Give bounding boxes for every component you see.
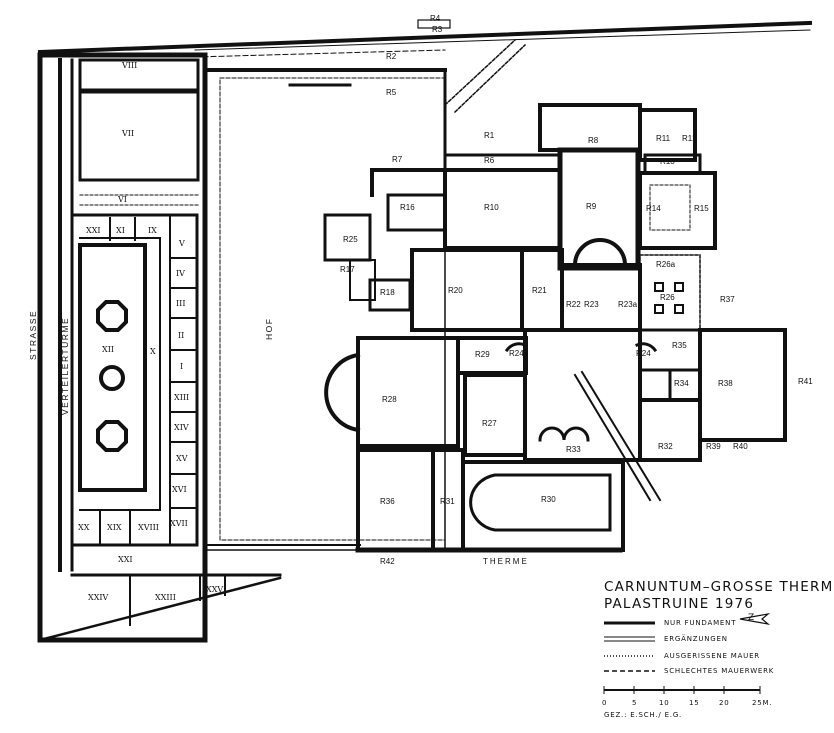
room-label: XXI [118, 555, 133, 564]
room-label: XXIII [155, 593, 176, 602]
map-subtitle: PALASTRUINE 1976 [604, 596, 755, 612]
room-label: I [180, 362, 184, 371]
room-label: VII [122, 129, 135, 138]
room-label: R15 [694, 204, 709, 213]
room-label: R40 [733, 442, 748, 451]
room-label: XVI [172, 485, 187, 494]
room-label: R11 [656, 134, 671, 143]
room-label: XXIV [88, 593, 109, 602]
room-label: R26a [656, 260, 676, 269]
room-label: R4 [430, 14, 441, 23]
room-label: R23a [618, 300, 638, 309]
room-label: R22 [566, 300, 581, 309]
scale-tick: 20 [719, 699, 730, 707]
room-label: R2 [386, 52, 397, 61]
court-label: HOF [264, 317, 274, 340]
room-label: R41 [798, 377, 813, 386]
north-arrow-icon: Z [748, 613, 755, 623]
room-label: XVII [170, 519, 188, 528]
legend-item-solid: NUR FUNDAMENT [664, 619, 737, 627]
room-label: R34 [674, 379, 689, 388]
room-label: R5 [386, 88, 397, 97]
room-label: X [150, 347, 156, 356]
room-label: R9 [586, 202, 597, 211]
room-label: VIII [122, 61, 138, 70]
scale-tick: 25M. [752, 699, 773, 707]
room-label: R35 [672, 341, 687, 350]
room-label: R6 [484, 156, 495, 165]
room-label: XXI [86, 226, 101, 235]
credit-note: GEZ.: E.SCH./ E.G. [604, 711, 683, 719]
towers-label: VERTEILERTÜRME [60, 316, 70, 415]
room-label: R1 [484, 131, 495, 140]
legend-item-double: ERGÄNZUNGEN [664, 635, 728, 643]
scale-tick: 0 [602, 699, 608, 707]
room-label: R33 [566, 445, 581, 454]
room-label: XIV [174, 423, 189, 432]
room-label: XXV [206, 585, 224, 594]
room-label: XV [176, 454, 188, 463]
room-label: R28 [382, 395, 397, 404]
room-label: R36 [380, 497, 395, 506]
room-label: R18 [380, 288, 395, 297]
room-label: R7 [392, 155, 403, 164]
room-label: XX [78, 523, 90, 532]
room-label: IV [176, 269, 185, 278]
room-label: R10 [484, 203, 499, 212]
room-label: R37 [720, 295, 735, 304]
room-label: XVIII [138, 523, 159, 532]
legend-item-dashed: SCHLECHTES MAUERWERK [664, 667, 775, 675]
room-label: III [176, 299, 186, 308]
room-label: R20 [448, 286, 463, 295]
room-label: R31 [440, 497, 455, 506]
room-label: R17 [340, 265, 355, 274]
scale-tick: 15 [689, 699, 700, 707]
room-label: R27 [482, 419, 497, 428]
scale-tick: 5 [632, 699, 638, 707]
room-label: R30 [541, 495, 556, 504]
room-label: R8 [588, 136, 599, 145]
scale-tick: 10 [659, 699, 670, 707]
map-title: CARNUNTUM–GROSSE THERME [604, 579, 834, 595]
room-label: R26 [660, 293, 675, 302]
room-label: R14 [646, 204, 661, 213]
room-label: R24a [509, 349, 529, 358]
room-label: R12 [682, 134, 697, 143]
room-label: R38 [718, 379, 733, 388]
room-label: VI [118, 195, 127, 204]
room-label: XIX [107, 523, 122, 532]
room-label: XIII [174, 393, 190, 402]
room-label: R3 [432, 25, 443, 34]
legend-item-dotted: AUSGERISSENE MAUER [664, 652, 760, 660]
street-label: STRASSE [28, 309, 38, 360]
room-label: R32 [658, 442, 673, 451]
room-label: IX [148, 226, 157, 235]
room-label: XI [116, 226, 125, 235]
room-label: R23 [584, 300, 599, 309]
room-label: R29 [475, 350, 490, 359]
room-label: R25 [343, 235, 358, 244]
room-label: V [179, 239, 185, 248]
room-label: R21 [532, 286, 547, 295]
room-label: R39 [706, 442, 721, 451]
room-label: R42 [380, 557, 395, 566]
room-label: R24 [636, 349, 651, 358]
room-label: XII [102, 345, 115, 354]
room-label: R13 [660, 157, 675, 166]
baths-label: THERME [483, 557, 529, 566]
room-label: II [178, 331, 185, 340]
room-label: R16 [400, 203, 415, 212]
